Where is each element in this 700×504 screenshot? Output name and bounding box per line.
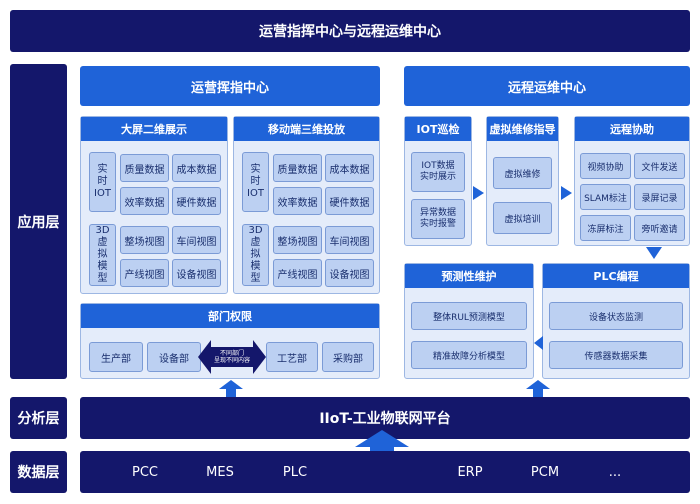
remote-center-title: 远程运维中心 [404,66,690,106]
data-source-pcc: PCC [132,464,158,480]
cell-cost-data: 成本数据 [172,154,221,182]
cell-line-view: 产线视图 [120,259,169,287]
data-source-more: ... [608,464,622,480]
data-source-pcm: PCM [530,464,560,480]
data-source-erp: ERP [457,464,483,480]
predictive-maintenance-title: 预测性维护 [405,264,533,288]
cell-workshop-view: 车间视图 [325,226,374,254]
predictive-maintenance-panel: 预测性维护 整体RUL预测模型 精准故障分析模型 [404,263,534,379]
cell-hardware-data: 硬件数据 [172,187,221,215]
screen-recording: 录屏记录 [634,184,685,210]
abnormal-data-alarm: 异常数据实时报警 [411,199,465,239]
arrow-up-icon [219,380,243,398]
dept-arrow-text: 不同部门呈现不同内容 [213,349,250,364]
dept-equipment: 设备部 [147,342,201,372]
dept-process: 工艺部 [266,342,318,372]
cell-equipment-view: 设备视图 [172,259,221,287]
cell-line-view: 产线视图 [273,259,322,287]
double-arrow-icon [198,338,266,376]
virtual-maintenance-panel: 虚拟维修指导 虚拟维修 虚拟培训 [486,116,559,246]
sensor-data-acquisition: 传感器数据采集 [549,341,683,369]
arrow-right-icon [473,186,484,200]
dept-permission-panel: 部门权限 生产部 设备部 不同部门呈现不同内容 工艺部 采购部 [80,303,380,379]
big-arrow-up-icon [355,430,409,464]
data-source-mes: MES [206,464,234,480]
layer-label-data: 数据层 [10,451,67,493]
virtual-maintenance-title: 虚拟维修指导 [487,117,558,141]
remote-assist-title: 远程协助 [575,117,689,141]
iot-data-realtime: IOT数据实时展示 [411,152,465,192]
arrow-down-icon [646,247,662,259]
arrow-up-icon [526,380,550,398]
cell-cost-data: 成本数据 [325,154,374,182]
freeze-annotation: 冻屏标注 [580,215,631,241]
ops-center-title: 运营挥指中心 [80,66,380,106]
arrow-right-icon [561,186,572,200]
remote-assist-panel: 远程协助 视频协助 文件发送 SLAM标注 录屏记录 冻屏标注 旁听邀请 [574,116,690,246]
virtual-training: 虚拟培训 [493,202,552,234]
plc-programming-panel: PLC编程 设备状态监测 传感器数据采集 [542,263,690,379]
virtual-repair: 虚拟维修 [493,157,552,189]
fault-analysis-model: 精准故障分析模型 [411,341,527,369]
equipment-status-monitor: 设备状态监测 [549,302,683,330]
cell-quality-data: 质量数据 [273,154,322,182]
layer-label-application: 应用层 [10,64,67,379]
iiot-platform: IIoT-工业物联网平台 [80,397,690,439]
big-screen-title: 大屏二维展示 [81,117,227,141]
dept-permission-title: 部门权限 [81,304,379,328]
mobile-3d-title: 移动端三维投放 [234,117,379,141]
plc-programming-title: PLC编程 [543,264,689,288]
data-source-plc: PLC [282,464,308,480]
cell-plant-view: 整场视图 [120,226,169,254]
layer-label-analysis: 分析层 [10,397,67,439]
iot-inspection-panel: IOT巡检 IOT数据实时展示 异常数据实时报警 [404,116,472,246]
observer-invite: 旁听邀请 [634,215,685,241]
file-send: 文件发送 [634,153,685,179]
slam-annotation: SLAM标注 [580,184,631,210]
arrow-left-icon [534,336,543,350]
cell-plant-view: 整场视图 [273,226,322,254]
cell-workshop-view: 车间视图 [172,226,221,254]
cell-efficiency-data: 效率数据 [120,187,169,215]
rul-prediction-model: 整体RUL预测模型 [411,302,527,330]
iot-inspection-title: IOT巡检 [405,117,471,141]
cell-hardware-data: 硬件数据 [325,187,374,215]
cell-quality-data: 质量数据 [120,154,169,182]
cell-efficiency-data: 效率数据 [273,187,322,215]
dept-purchasing: 采购部 [322,342,374,372]
dept-production: 生产部 [89,342,143,372]
cell-equipment-view: 设备视图 [325,259,374,287]
data-sources-bar: PCC MES PLC ERP PCM ... [80,451,690,493]
page-title: 运营指挥中心与远程运维中心 [10,10,690,52]
video-assist: 视频协助 [580,153,631,179]
